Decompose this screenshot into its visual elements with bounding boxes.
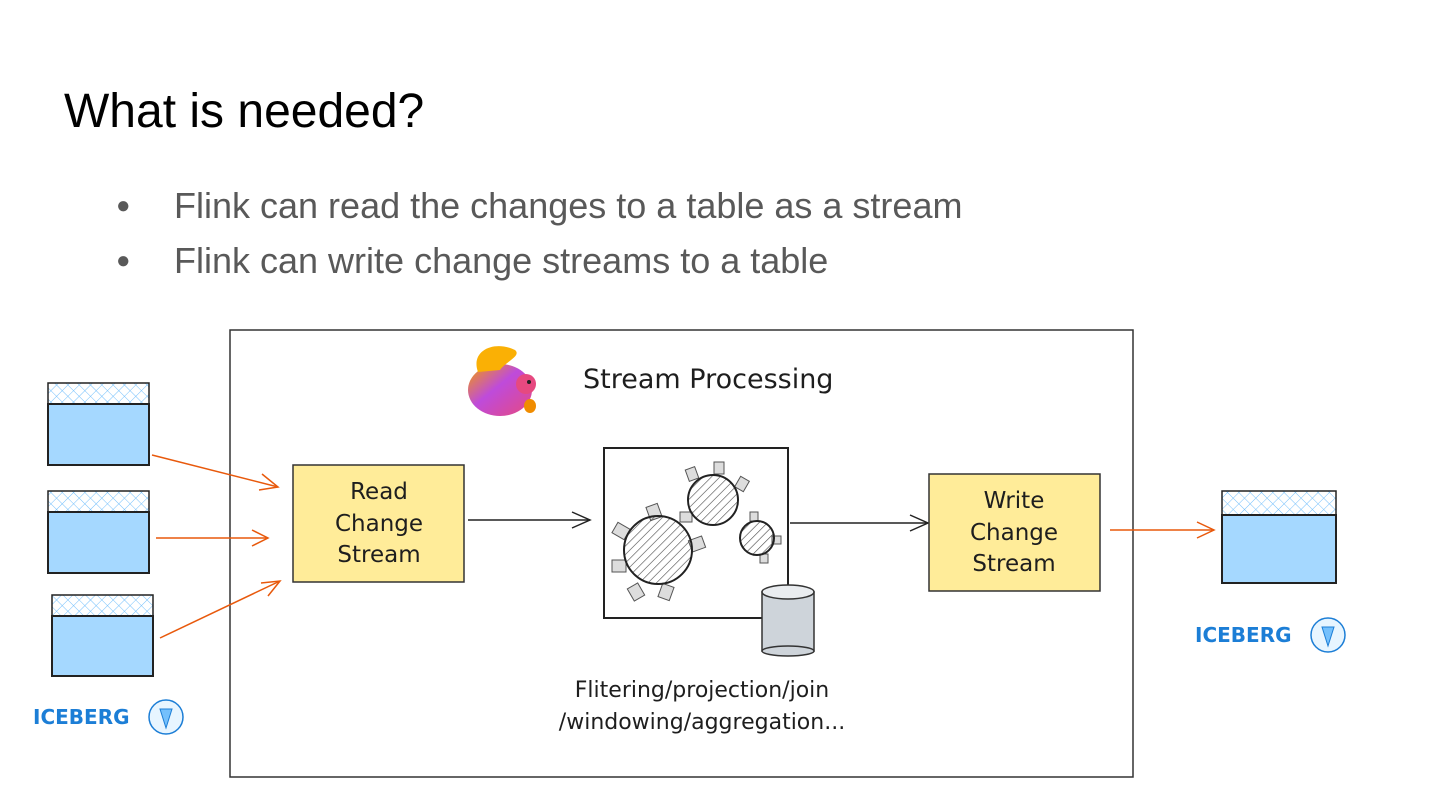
bullet-dot: ● (116, 192, 131, 219)
medium-gear-icon (679, 461, 751, 526)
source-iceberg-logo: ICEBERG (33, 705, 130, 729)
state-storage-icon (761, 584, 815, 657)
write-box-line: Change (970, 520, 1058, 546)
bullet-dot: ● (116, 247, 131, 274)
source-arrow (151, 454, 280, 491)
bullet-text: Flink can write change streams to a tabl… (174, 240, 829, 281)
read-change-stream-box (292, 464, 465, 583)
bullet-text: Flink can read the changes to a table as… (174, 185, 963, 226)
stream-processing-container (229, 329, 1134, 778)
flow-arrow (468, 511, 592, 529)
sink-arrow (1110, 521, 1216, 539)
source-table (47, 382, 150, 466)
large-gear-icon (611, 502, 707, 602)
read-box-line: Read (350, 479, 408, 505)
iceberg-icon (1310, 617, 1346, 653)
source-arrow (156, 529, 270, 547)
read-box-line: Change (335, 511, 423, 537)
small-gear-icon (739, 511, 782, 564)
operations-label: Flitering/projection/join (575, 678, 829, 703)
sink-table (1221, 490, 1337, 584)
flow-arrow (790, 514, 930, 532)
read-box-line: Stream (337, 542, 420, 568)
source-table (47, 490, 150, 574)
bullet-list: ● Flink can read the changes to a table a… (112, 178, 962, 288)
slide-title: What is needed? (64, 85, 425, 138)
source-arrow (159, 580, 282, 639)
write-box-line: Stream (972, 551, 1055, 577)
iceberg-icon (148, 699, 184, 735)
write-box-line: Write (984, 488, 1045, 514)
flink-logo-icon (468, 346, 536, 416)
sink-iceberg-logo: ICEBERG (1195, 623, 1292, 647)
operations-label: /windowing/aggregation... (559, 710, 845, 735)
write-change-stream-box (928, 473, 1101, 592)
bullet-item: ● Flink can read the changes to a table a… (112, 178, 962, 233)
bullet-item: ● Flink can write change streams to a tab… (112, 233, 962, 288)
source-table (51, 594, 154, 677)
container-label: Stream Processing (583, 364, 833, 395)
